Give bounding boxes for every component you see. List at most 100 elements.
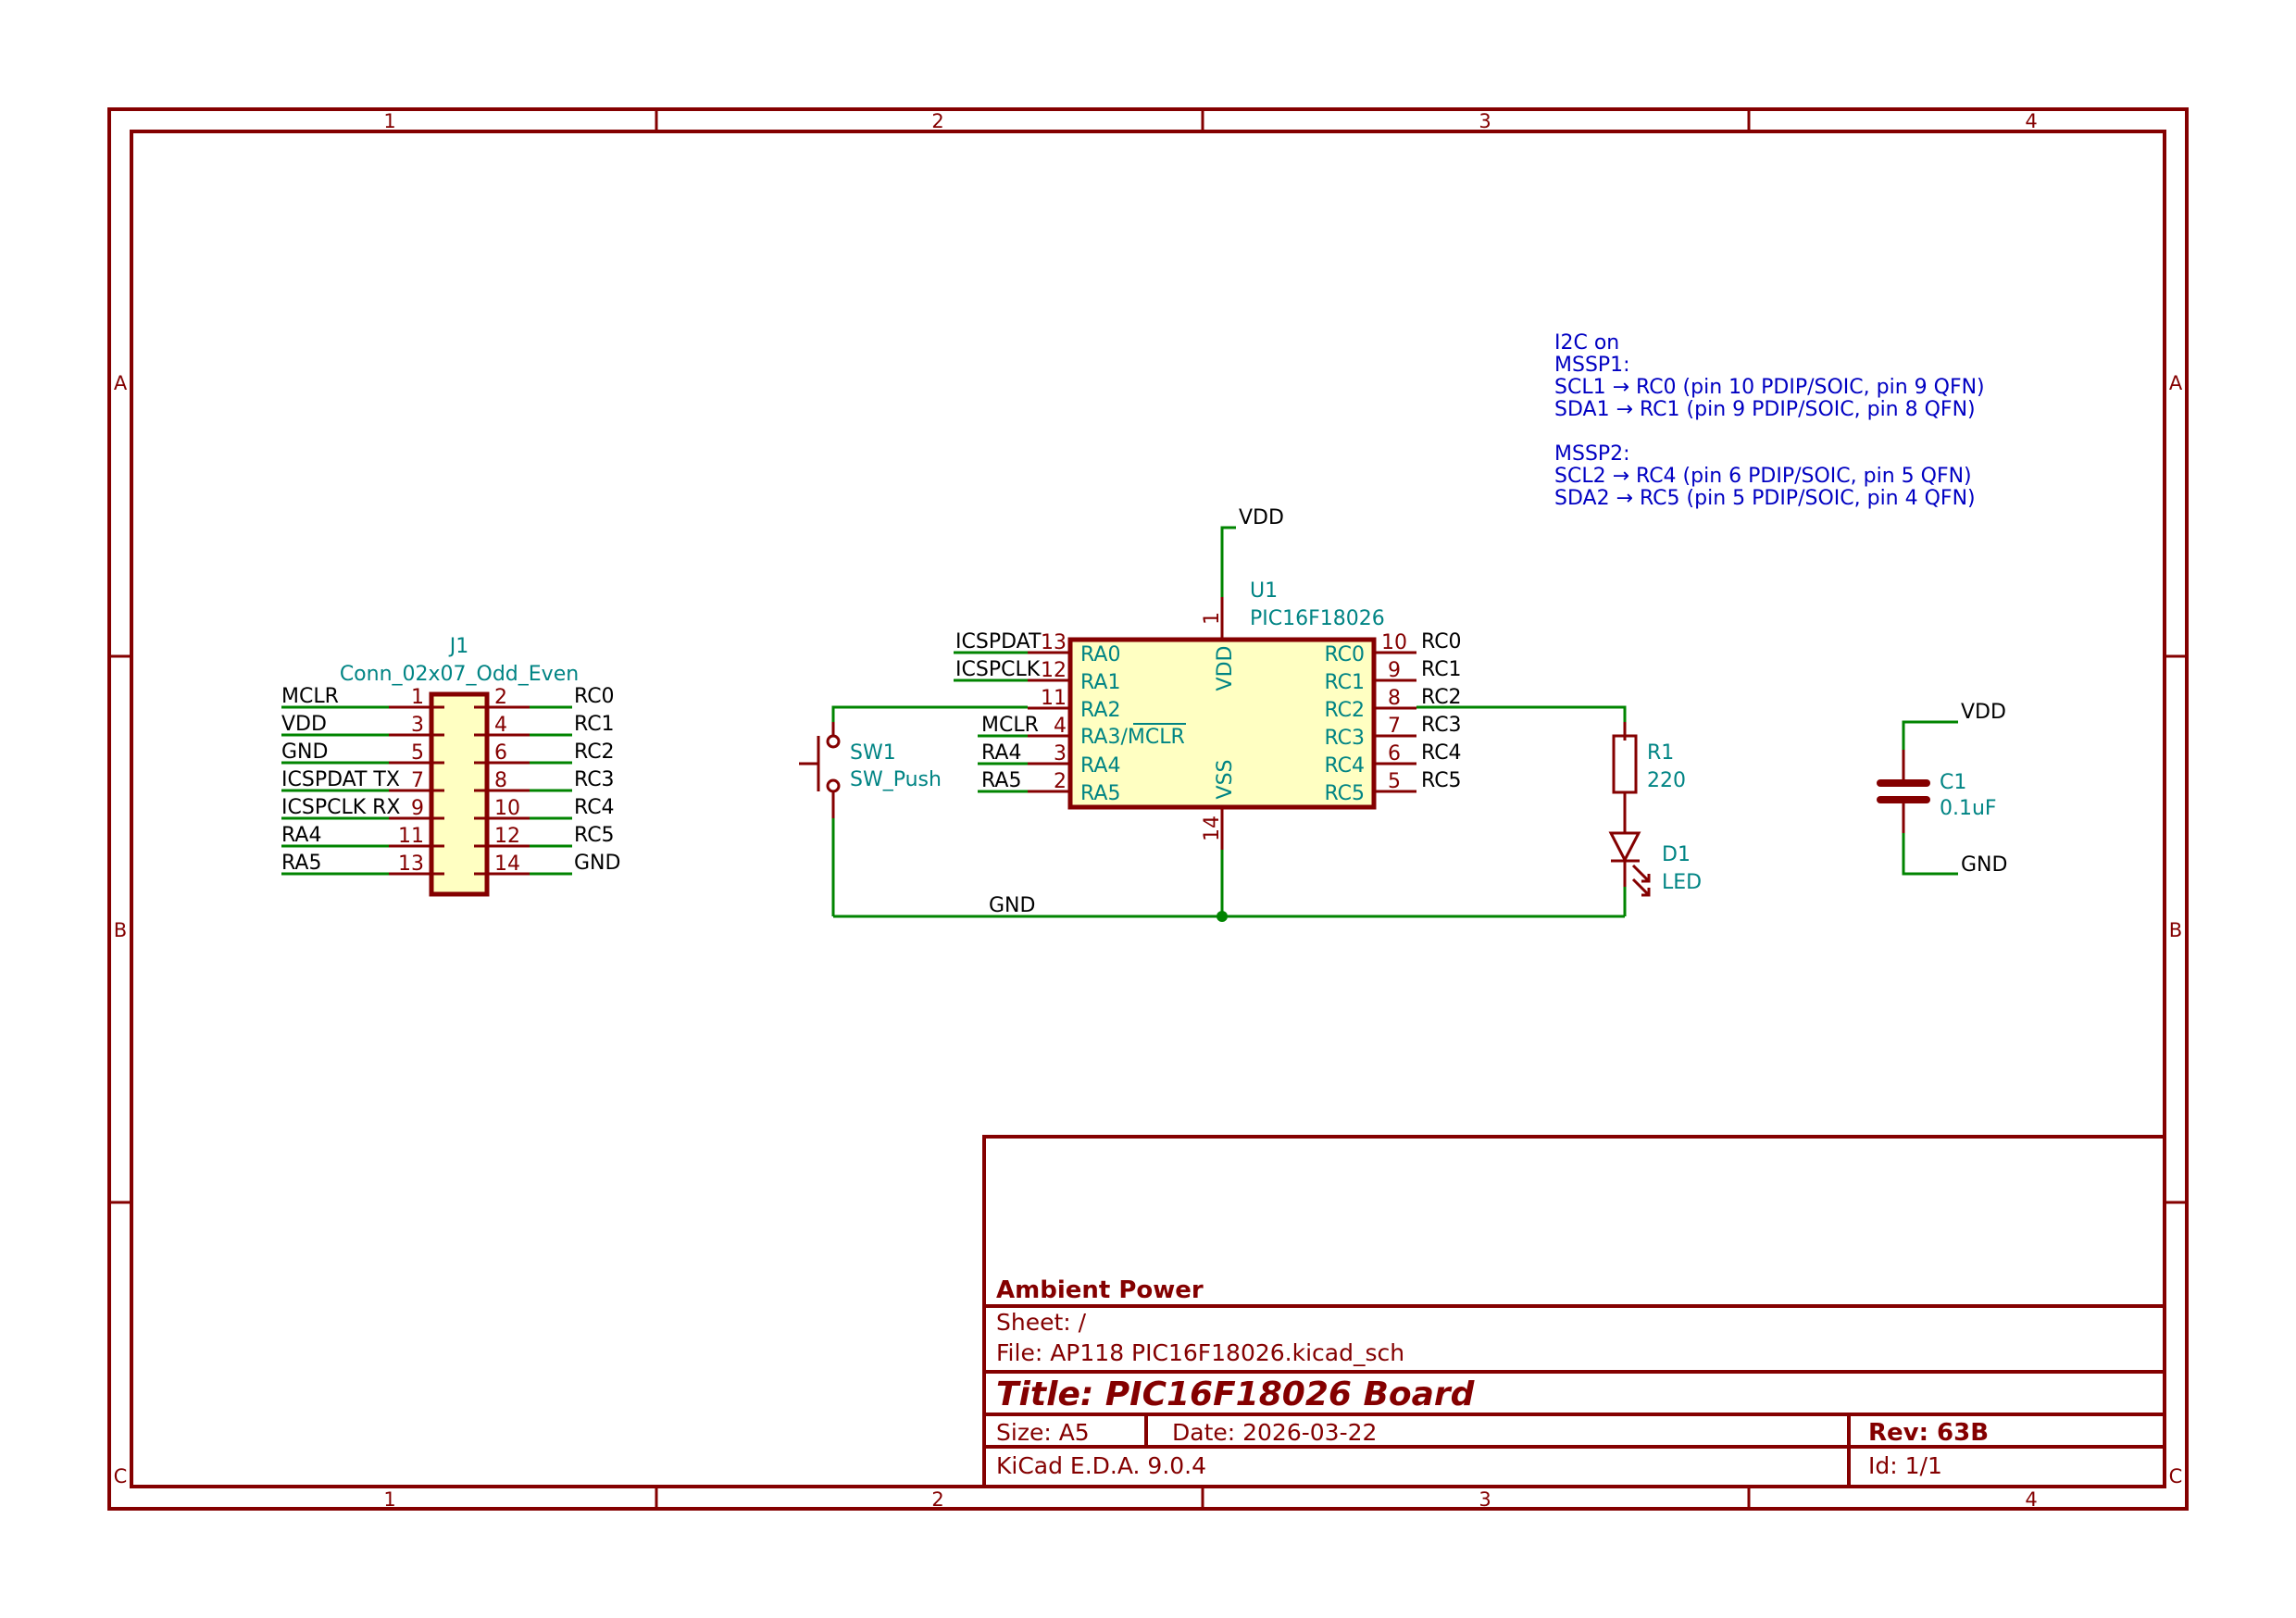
u1-pin-name: RA2 xyxy=(1080,699,1120,722)
j1-net-label: RC4 xyxy=(574,796,615,819)
j1-pin-number: 11 xyxy=(398,825,424,848)
c1-reference: C1 xyxy=(1940,771,1966,794)
net-label-gnd: GND xyxy=(989,894,1035,917)
tb-rev: Rev: 63B xyxy=(1868,1419,1989,1447)
zone-label-col: 1 xyxy=(383,1488,395,1511)
zone-label-row: B xyxy=(114,919,127,941)
r1-reference: R1 xyxy=(1647,741,1674,765)
u1-pin-name: RC1 xyxy=(1324,671,1365,694)
r1-body xyxy=(1612,734,1638,794)
tb-size: Size: A5 xyxy=(996,1419,1090,1446)
zone-label-row: B xyxy=(2169,919,2182,941)
u1-pin-name: RC3 xyxy=(1324,727,1365,750)
j1-pin-number: 14 xyxy=(494,853,520,876)
u1-pin-number: 10 xyxy=(1381,631,1407,654)
u1-net-label: RC5 xyxy=(1421,769,1462,792)
zone-label-col: 1 xyxy=(383,110,395,132)
switch-sw1[interactable]: SW1 SW_Push xyxy=(799,722,942,818)
j1-body xyxy=(429,691,490,897)
wire-ra2 xyxy=(831,705,1028,722)
r1-value: 220 xyxy=(1647,769,1686,792)
net-label-c1-gnd: GND xyxy=(1961,853,2007,877)
j1-net-label: RC2 xyxy=(574,741,615,764)
u1-reference: U1 xyxy=(1250,579,1278,603)
zone-label-row: A xyxy=(2169,372,2183,394)
u1-pin-number: 3 xyxy=(1054,742,1067,765)
j1-pin-number: 6 xyxy=(494,741,507,765)
u1-pin-number: 6 xyxy=(1388,742,1401,765)
j1-pin-number: 7 xyxy=(411,769,424,792)
u1-net-label: RC2 xyxy=(1421,686,1462,709)
u1-net-label: ICSPDAT xyxy=(955,630,1042,653)
outer-border xyxy=(107,107,2189,1511)
tb-date: Date: 2026-03-22 xyxy=(1172,1419,1377,1446)
u1-pin-name-ra3: RA3/MCLR xyxy=(1080,726,1185,749)
sw1-contact xyxy=(826,778,841,793)
j1-net-label: GND xyxy=(574,852,620,875)
d1-triangle xyxy=(1608,831,1641,864)
j1-net-label: ICSPCLK RX xyxy=(281,796,400,819)
zone-label-col: 3 xyxy=(1479,110,1491,132)
zone-label-row: C xyxy=(2169,1465,2183,1487)
connector-j1[interactable]: J1 Conn_02x07_Odd_Even 1MCLR3VDD5GND7ICS… xyxy=(281,635,620,897)
j1-net-label: ICSPDAT TX xyxy=(281,768,400,791)
u1-pin-number: 1 xyxy=(1201,612,1224,625)
junction-dot xyxy=(1217,911,1228,922)
note-line: MSSP2: xyxy=(1554,442,1630,466)
capacitor-c1[interactable]: C1 0.1uF VDD GND xyxy=(1877,701,2007,877)
tb-id: Id: 1/1 xyxy=(1868,1452,1942,1479)
note-line: SDA2 → RC5 (pin 5 PDIP/SOIC, pin 4 QFN) xyxy=(1554,487,1976,510)
zone-label-col: 2 xyxy=(931,110,943,132)
wire-rc2 xyxy=(1416,705,1627,722)
u1-pin-name: RC4 xyxy=(1324,754,1365,778)
wire-c1-vdd xyxy=(1902,720,1958,750)
u1-pin-name: RA0 xyxy=(1080,643,1120,666)
u1-pin-number: 11 xyxy=(1041,687,1067,710)
u1-body xyxy=(1067,637,1377,810)
j1-value: Conn_02x07_Odd_Even xyxy=(340,663,579,686)
j1-pin-number: 1 xyxy=(411,686,424,709)
u1-net-label: RA5 xyxy=(981,769,1021,792)
j1-net-label: GND xyxy=(281,741,328,764)
title-block: Ambient Power Sheet: / File: AP118 PIC16… xyxy=(982,1135,2166,1488)
u1-pin-name: VDD xyxy=(1214,646,1237,691)
note-line: I2C on xyxy=(1554,331,1619,355)
note-line: SDA1 → RC1 (pin 9 PDIP/SOIC, pin 8 QFN) xyxy=(1554,398,1976,421)
note-line: SCL2 → RC4 (pin 6 PDIP/SOIC, pin 5 QFN) xyxy=(1554,465,1972,488)
net-label-c1-vdd: VDD xyxy=(1961,701,2006,724)
tb-sheet: Sheet: / xyxy=(996,1309,1087,1336)
zone-label-col: 2 xyxy=(931,1488,943,1511)
sw1-value: SW_Push xyxy=(850,768,942,791)
u1-pin-number: 12 xyxy=(1041,659,1067,682)
j1-pin-number: 10 xyxy=(494,797,520,820)
wires xyxy=(831,526,1958,922)
j1-pin-number: 2 xyxy=(494,686,507,709)
wire-vdd xyxy=(1220,526,1236,597)
zone-label-row: A xyxy=(114,372,128,394)
u1-pin-number: 4 xyxy=(1054,715,1067,738)
resistor-r1[interactable]: R1 220 xyxy=(1612,722,1686,833)
u1-net-label: RC3 xyxy=(1421,714,1462,737)
j1-pin-number: 3 xyxy=(411,714,424,737)
j1-net-label: RC5 xyxy=(574,824,615,847)
j1-pin-number: 5 xyxy=(411,741,424,765)
note-line: MSSP1: xyxy=(1554,354,1630,377)
d1-light-arrows-icon xyxy=(1631,864,1651,897)
led-d1[interactable]: D1 LED xyxy=(1608,831,1702,897)
u1-pin-number: 7 xyxy=(1388,715,1401,738)
j1-net-label: MCLR xyxy=(281,685,339,708)
sw1-reference: SW1 xyxy=(850,741,896,765)
ra3-prefix: RA3/ xyxy=(1080,726,1128,749)
wire-c1-gnd xyxy=(1902,833,1958,876)
u1-pin-name: RC2 xyxy=(1324,699,1365,722)
j1-net-label: RA4 xyxy=(281,824,321,847)
u1-net-label: MCLR xyxy=(981,714,1039,737)
d1-reference: D1 xyxy=(1662,843,1691,866)
title-block-border xyxy=(982,1135,2166,1488)
sw1-contact xyxy=(826,734,841,749)
u1-pin-name: RC0 xyxy=(1324,643,1365,666)
u1-pin-number: 13 xyxy=(1041,631,1067,654)
tb-file: File: AP118 PIC16F18026.kicad_sch xyxy=(996,1339,1404,1366)
